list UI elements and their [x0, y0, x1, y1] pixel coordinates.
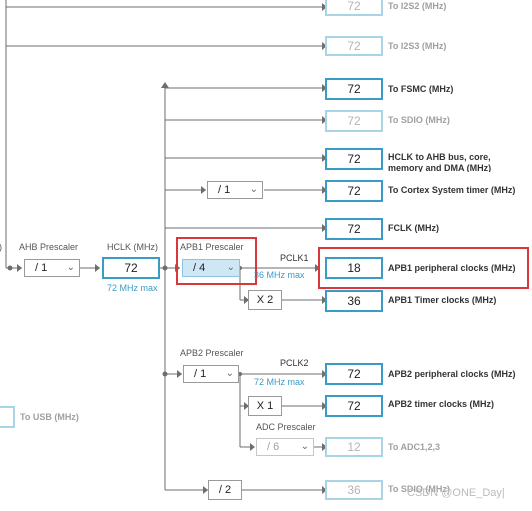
sdio-bottom-output-value[interactable]: 36 — [325, 480, 383, 500]
sdio-top-output-value[interactable]: 72 — [325, 110, 383, 132]
fclk-output-label: FCLK (MHz) — [388, 223, 439, 233]
cortex-output-value[interactable]: 72 — [325, 180, 383, 202]
apb1-timer-multiplier: X 2 — [248, 290, 282, 310]
chevron-down-icon: ⌄ — [300, 441, 309, 452]
hclk-value[interactable]: 72 — [102, 257, 160, 279]
apb2-prescaler-select[interactable]: / 1 ⌄ — [183, 365, 239, 383]
hclk-ahb-output-label: HCLK to AHB bus, core, memory and DMA (M… — [388, 152, 492, 172]
hclk-title: HCLK (MHz) — [107, 242, 158, 252]
apb1-peripheral-highlight — [318, 247, 529, 289]
apb1-prescaler-title: APB1 Prescaler — [180, 242, 244, 252]
apb2-prescaler-title: APB2 Prescaler — [180, 348, 244, 358]
hclk-max: 72 MHz max — [107, 283, 158, 293]
i2s3-output-value[interactable]: 72 — [325, 36, 383, 56]
pclk2-title: PCLK2 — [280, 358, 309, 368]
apb2-timer-output-value[interactable]: 72 — [325, 395, 383, 417]
apb2-peripheral-output-value[interactable]: 72 — [325, 363, 383, 385]
sdio-divider: / 2 — [208, 480, 242, 500]
cortex-prescaler-select[interactable]: / 1 ⌄ — [207, 181, 263, 199]
apb1-peripheral-output-value[interactable]: 18 — [325, 257, 383, 279]
chevron-down-icon: ⌄ — [66, 262, 75, 273]
cortex-output-label: To Cortex System timer (MHz) — [388, 185, 516, 195]
ahb-prescaler-title: AHB Prescaler — [19, 242, 79, 252]
apb2-timer-output-label: APB2 timer clocks (MHz) — [388, 399, 495, 409]
apb2-peripheral-output-label: APB2 peripheral clocks (MHz) — [388, 369, 516, 379]
usb-output-value[interactable] — [0, 406, 15, 428]
fsmc-output-value[interactable]: 72 — [325, 78, 383, 100]
sdio-bottom-output-label: To SDIO (MHz) — [388, 484, 450, 494]
sdio-top-output-label: To SDIO (MHz) — [388, 115, 450, 125]
chevron-down-icon: ⌄ — [226, 262, 235, 273]
apb1-peripheral-output-label: APB1 peripheral clocks (MHz) — [388, 263, 516, 273]
apb1-prescaler-select[interactable]: / 4 ⌄ — [182, 259, 240, 277]
apb2-timer-multiplier: X 1 — [248, 396, 282, 416]
i2s3-output-label: To I2S3 (MHz) — [388, 41, 447, 51]
watermark-text: CSDN @ONE_Day| — [407, 487, 505, 499]
chevron-down-icon: ⌄ — [249, 184, 258, 195]
chevron-down-icon: ⌄ — [225, 368, 234, 379]
ahb-prescaler-select[interactable]: / 1 ⌄ — [24, 259, 80, 277]
apb2-prescaler-value: / 1 — [194, 368, 207, 380]
pclk2-max: 72 MHz max — [254, 377, 305, 387]
hclk-ahb-output-value[interactable]: 72 — [325, 148, 383, 170]
fclk-output-value[interactable]: 72 — [325, 218, 383, 240]
apb1-timer-output-value[interactable]: 36 — [325, 290, 383, 312]
usb-output-label: To USB (MHz) — [20, 412, 79, 422]
adc-prescaler-value: / 6 — [267, 441, 280, 453]
ahb-prescaler-value: / 1 — [35, 262, 48, 274]
apb1-prescaler-highlight — [176, 237, 257, 285]
cortex-prescaler-value: / 1 — [218, 184, 231, 196]
pclk1-max: 36 MHz max — [254, 270, 305, 280]
adc-output-label: To ADC1,2,3 — [388, 442, 441, 452]
adc-output-value[interactable]: 12 — [325, 437, 383, 457]
apb1-prescaler-value: / 4 — [193, 262, 206, 274]
i2s2-output-label: To I2S2 (MHz) — [388, 1, 447, 11]
adc-prescaler-select[interactable]: / 6 ⌄ — [256, 438, 314, 456]
adc-prescaler-title: ADC Prescaler — [256, 422, 316, 432]
fsmc-output-label: To FSMC (MHz) — [388, 84, 454, 94]
apb1-timer-output-label: APB1 Timer clocks (MHz) — [388, 295, 497, 305]
i2s2-output-value[interactable]: 72 — [325, 0, 383, 16]
edge-label: ) — [0, 242, 2, 252]
pclk1-title: PCLK1 — [280, 253, 309, 263]
